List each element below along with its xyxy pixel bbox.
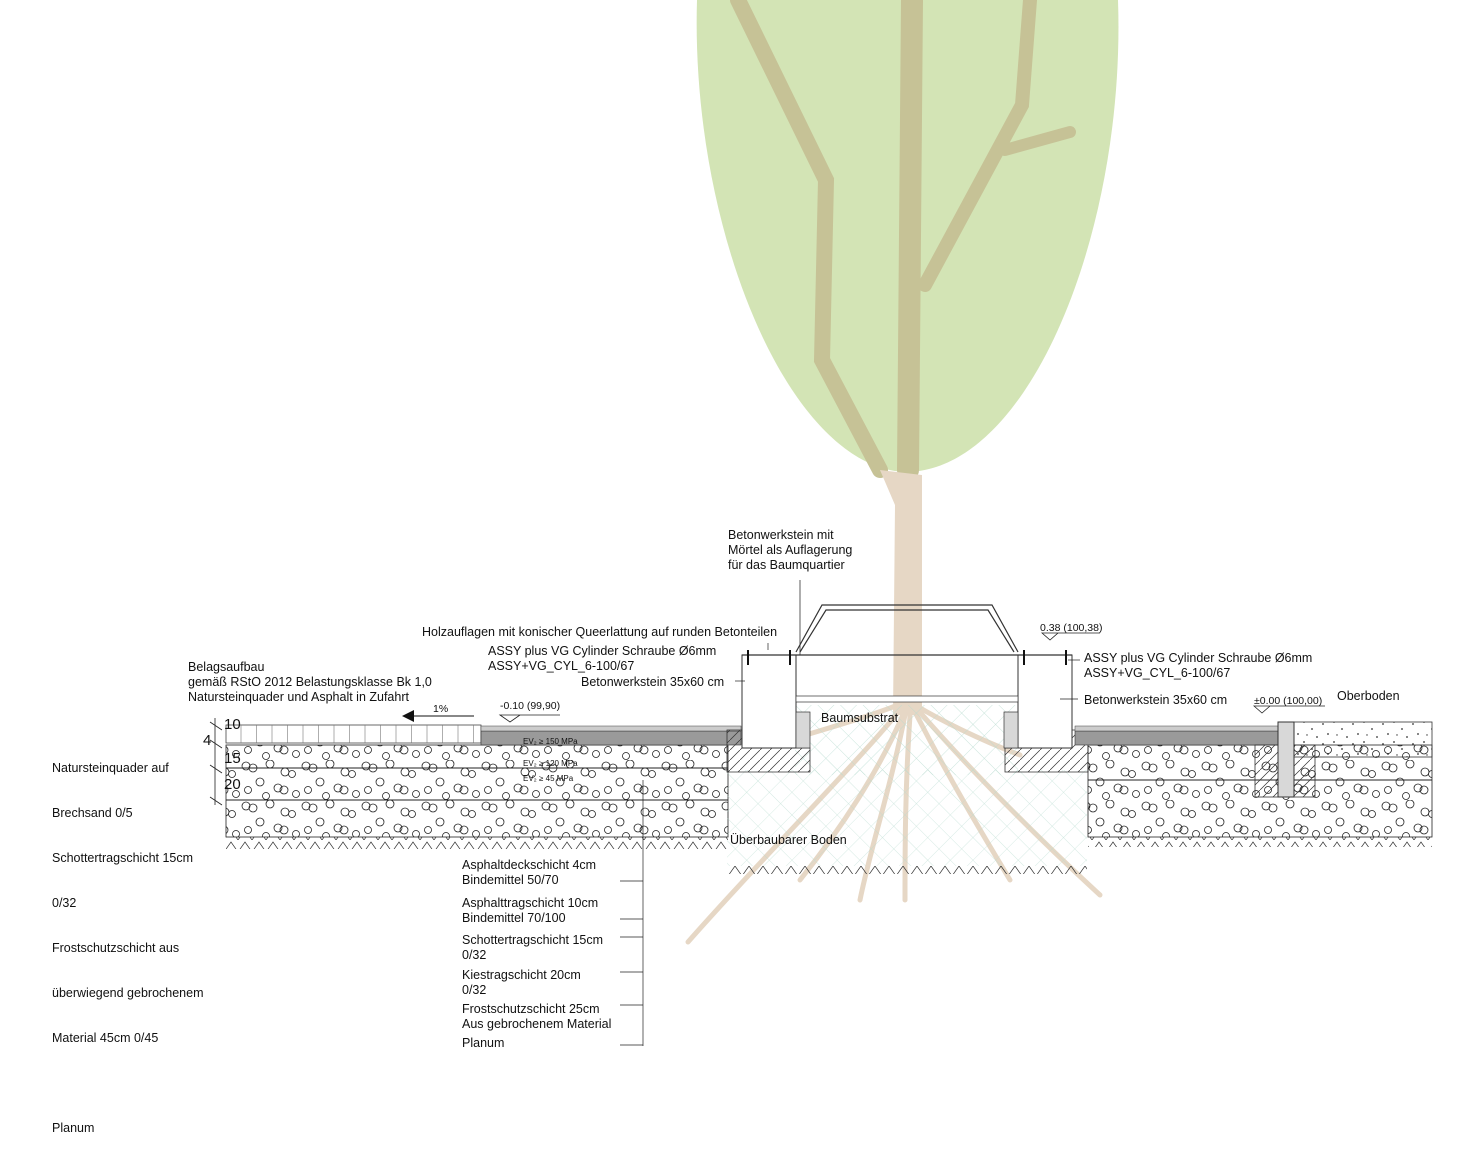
ev2-120: EV₂ ≥ 120 MPa: [523, 759, 578, 768]
layer-line: Material 45cm 0/45: [52, 1031, 159, 1045]
ev2-150: EV₂ ≥ 150 MPa: [523, 737, 578, 746]
label-line: gemäß RStO 2012 Belastungsklasse Bk 1,0: [188, 675, 432, 689]
layer-line: überwiegend gebrochenem: [52, 986, 204, 1000]
label-line: für das Baumquartier: [728, 558, 845, 572]
level-top: 0.38 (100,38): [1040, 622, 1103, 634]
layer-line: 0/32: [462, 983, 487, 997]
layer-line: [52, 1076, 204, 1091]
label-line: Betonwerkstein mit: [728, 528, 834, 542]
layer-line: Aus gebrochenem Material: [462, 1017, 612, 1031]
dim-20: 20: [224, 776, 241, 793]
layer-line: Natursteinquader auf: [52, 761, 169, 775]
layer-line: Frostschutzschicht 25cm: [462, 1002, 600, 1016]
layer-line: Asphaltdeckschicht 4cm: [462, 858, 597, 872]
layer-line: Brechsand 0/5: [52, 806, 133, 820]
asphalt-left: [480, 730, 742, 746]
overbuildable-soil: [727, 770, 1087, 866]
layer-line: 0/32: [462, 948, 487, 962]
label-betonwerkstein-right: Betonwerkstein 35x60 cm: [1084, 693, 1228, 707]
label-oberboden: Oberboden: [1337, 689, 1400, 703]
label-line: Mörtel als Auflagerung: [728, 543, 853, 557]
layer-line: Bindemittel 50/70: [462, 873, 559, 887]
label-line: ASSY plus VG Cylinder Schraube Ø6mm: [488, 644, 717, 658]
level-left: -0.10 (99,90): [500, 700, 561, 712]
tree-trunk: [880, 470, 922, 715]
wooden-deck-frame: [742, 604, 1072, 656]
ev2-45: EV₂ ≥ 45 MPa: [523, 774, 574, 783]
section-drawing: [209, 0, 1433, 1046]
layer-line: Schottertragschicht 15cm: [52, 851, 194, 865]
concrete-block-left: [741, 654, 797, 749]
label-holzauflagen: Holzauflagen mit konischer Queerlattung …: [422, 625, 778, 639]
tree-pit-substrate: [795, 705, 1018, 775]
slope-label: 1%: [433, 703, 449, 715]
layer-line: Schottertragschicht 15cm: [462, 933, 604, 947]
layer-line: Bindemittel 70/100: [462, 911, 566, 925]
tree-branches: [730, 0, 1076, 481]
layer-line: Kiestragschicht 20cm: [462, 968, 581, 982]
left-layer-list: Natursteinquader auf Brechsand 0/5 Schot…: [52, 731, 204, 1151]
label-line: ASSY+VG_CYL_6-100/67: [488, 659, 635, 673]
topsoil: [1293, 721, 1433, 758]
curb: [1277, 721, 1295, 798]
level-right: ±0.00 (100,00): [1254, 695, 1323, 707]
dim-15: 15: [224, 750, 241, 767]
layer-line: Frostschutzschicht aus: [52, 941, 180, 955]
layer-line: 0/32: [52, 896, 77, 910]
label-baumsubstrat: Baumsubstrat: [821, 711, 899, 725]
dim-4: 4: [203, 732, 212, 749]
dim-10: 10: [224, 716, 241, 733]
gravel-left: [225, 744, 729, 838]
asphalt-right: [1074, 730, 1281, 746]
bottom-layer-6: Planum: [462, 1036, 505, 1050]
concrete-block-right: [1017, 654, 1073, 749]
layer-line: Asphalttragschicht 10cm: [462, 896, 599, 910]
label-ueberbaubarer-boden: Überbaubarer Boden: [730, 833, 847, 847]
label-line: Belagsaufbau: [188, 660, 265, 674]
label-line: Natursteinquader und Asphalt in Zufahrt: [188, 690, 409, 704]
label-line: ASSY+VG_CYL_6-100/67: [1084, 666, 1231, 680]
layer-line: Planum: [52, 1121, 95, 1135]
label-line: ASSY plus VG Cylinder Schraube Ø6mm: [1084, 651, 1313, 665]
label-betonwerkstein-left: Betonwerkstein 35x60 cm: [581, 675, 725, 689]
